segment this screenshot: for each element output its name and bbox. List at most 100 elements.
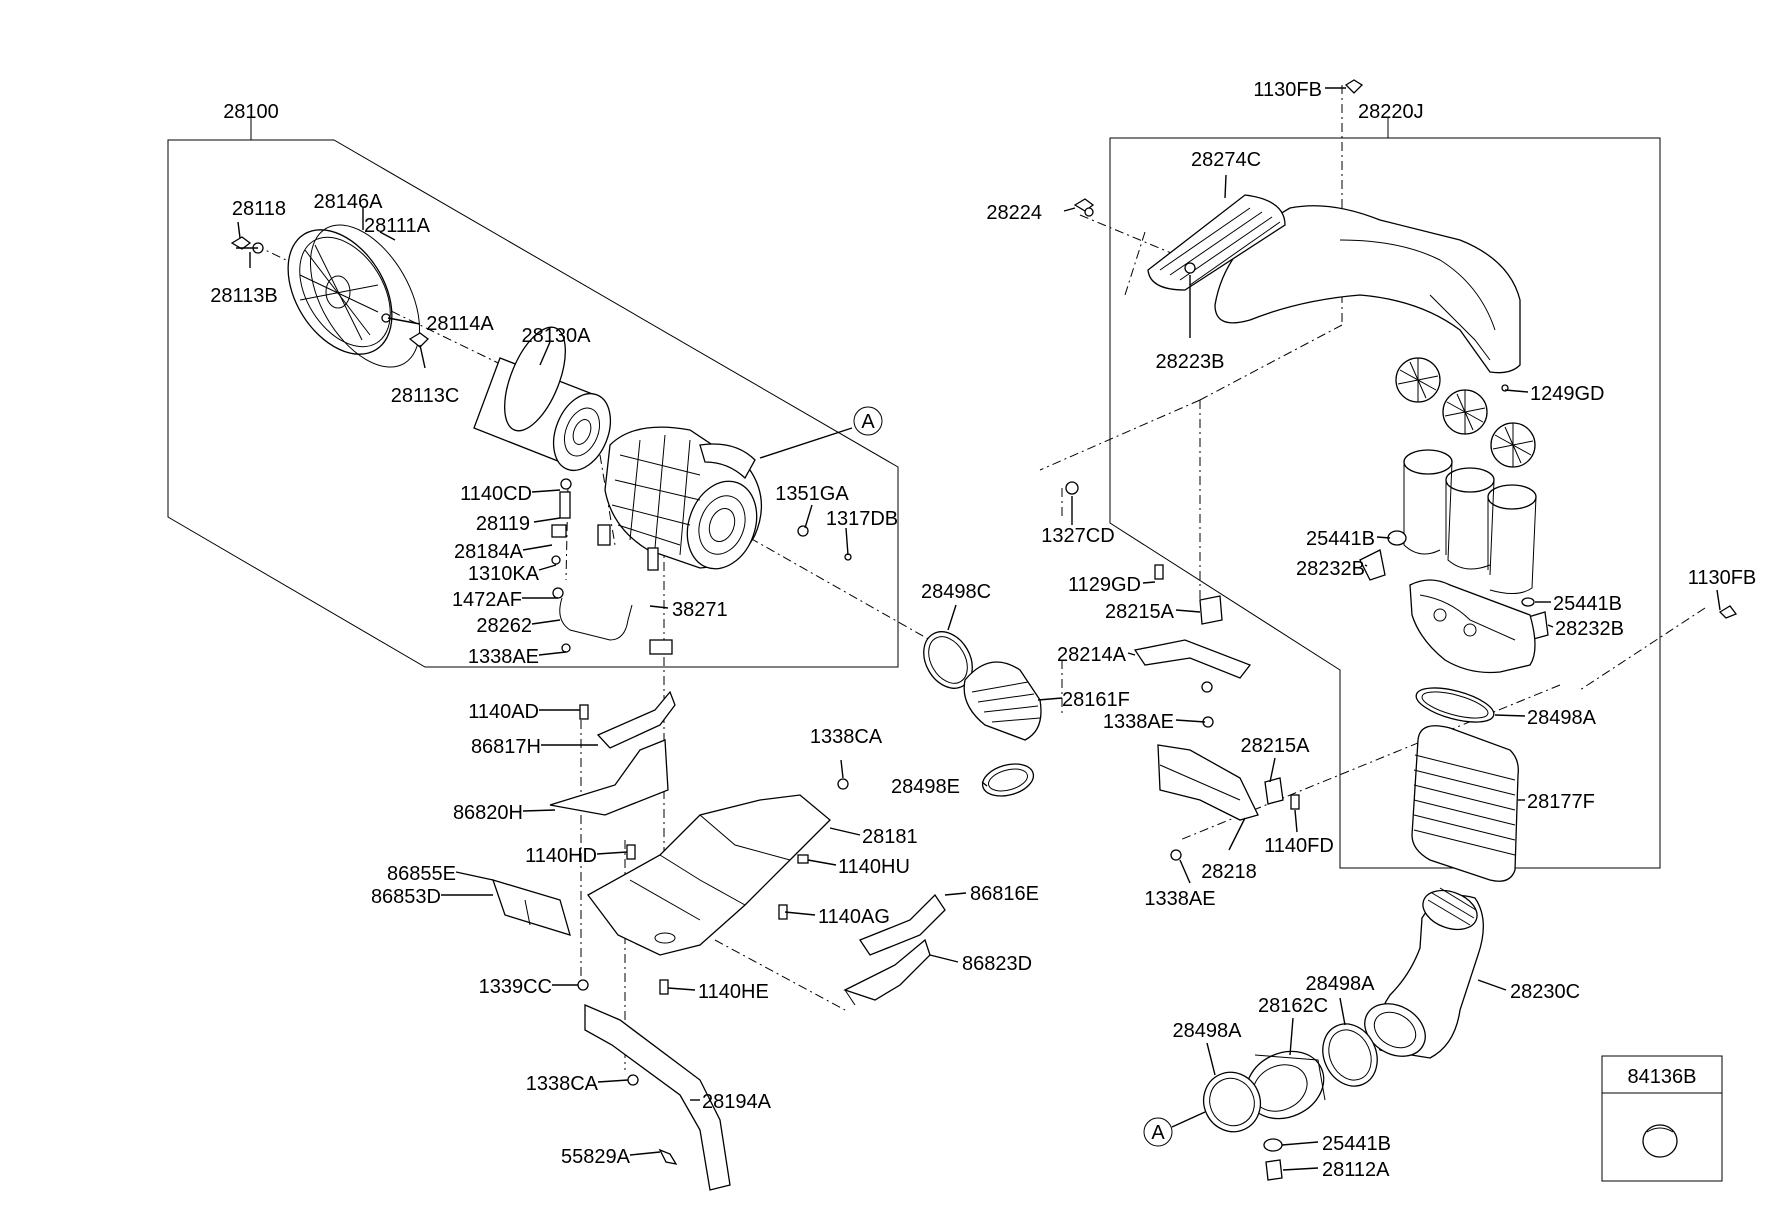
label-28113c: 28113C — [391, 385, 460, 407]
label-28230c: 28230C — [1510, 981, 1580, 1003]
resonator-base — [1409, 579, 1536, 674]
label-1249gd: 1249GD — [1530, 383, 1605, 405]
air-filter-element — [473, 326, 612, 471]
label-1140fd: 1140FD — [1264, 835, 1334, 857]
label-28119: 28119 — [476, 513, 530, 535]
reference-marker-a-upper — [853, 406, 883, 436]
bracket-28218 — [1157, 744, 1284, 821]
elbow-duct-28230c — [1364, 887, 1484, 1059]
label-1338ca-upper: 1338CA — [810, 726, 883, 748]
label-28215a-lower: 28215A — [1241, 735, 1311, 757]
label-86853d: 86853D — [371, 886, 441, 908]
label-28232b-right: 28232B — [1555, 618, 1624, 640]
leader-lines — [236, 87, 1721, 1171]
mount-28215a-upper — [1199, 595, 1223, 625]
label-1140ad: 1140AD — [468, 701, 539, 723]
label-28114a: 28114A — [426, 313, 494, 335]
label-55829a: 55829A — [561, 1146, 631, 1168]
support-bar-28194a — [584, 1004, 731, 1191]
label-28184a: 28184A — [454, 541, 524, 563]
triple-resonator-tubes — [1403, 449, 1537, 594]
bracket-86816e — [859, 893, 946, 956]
label-1339cc: 1339CC — [479, 976, 552, 998]
label-1351ga: 1351GA — [775, 483, 849, 505]
clamp-28498e — [981, 763, 1035, 797]
label-1140hd: 1140HD — [525, 845, 597, 867]
adapter-28162c — [1245, 1050, 1326, 1120]
cover-clip-28113b — [230, 236, 264, 254]
air-cleaner-body — [597, 426, 763, 571]
label-28111a: 28111A — [364, 215, 431, 237]
label-a-lower: A — [1151, 1122, 1165, 1144]
clamp-28498c — [923, 631, 973, 689]
label-86820h: 86820H — [453, 802, 523, 824]
assembly-outline-28100 — [167, 118, 899, 668]
label-28162c: 28162C — [1258, 995, 1328, 1017]
detail-box-84136b — [1601, 1055, 1723, 1182]
label-1327cd: 1327CD — [1041, 525, 1114, 547]
label-1317db: 1317DB — [826, 508, 898, 530]
label-28223b: 28223B — [1156, 351, 1225, 373]
clamp-28498a-right — [1322, 1023, 1378, 1087]
label-28177f: 28177F — [1527, 791, 1595, 813]
bracket-86817h — [596, 690, 676, 749]
label-28220j: 28220J — [1358, 101, 1424, 123]
label-86855e: 86855E — [387, 863, 456, 885]
bracket-28214a — [1133, 639, 1252, 693]
label-28130a: 28130A — [522, 325, 592, 347]
label-1130fb-top: 1130FB — [1253, 79, 1322, 101]
label-1472af: 1472AF — [452, 589, 522, 611]
impeller-set — [1395, 357, 1536, 468]
label-1338ae-lower: 1338AE — [1144, 888, 1215, 910]
label-28215a-upper: 28215A — [1105, 601, 1175, 623]
label-1140he: 1140HE — [698, 981, 769, 1003]
label-28498a-left: 28498A — [1173, 1020, 1243, 1042]
clips-right — [1065, 79, 1738, 619]
bolts-middle-right — [1154, 564, 1300, 861]
label-1338ca-lower: 1338CA — [526, 1073, 599, 1095]
label-86817h: 86817H — [471, 736, 541, 758]
label-28224: 28224 — [986, 202, 1042, 224]
skid-plate-28181 — [587, 794, 831, 956]
label-28146a: 28146A — [314, 191, 384, 213]
label-28262: 28262 — [476, 615, 532, 637]
label-28214a: 28214A — [1057, 644, 1127, 666]
label-28113b: 28113B — [210, 285, 277, 307]
assembly-outline-28220J — [1109, 118, 1661, 869]
label-28181: 28181 — [862, 826, 918, 848]
label-28218: 28218 — [1201, 861, 1257, 883]
label-28498e: 28498E — [891, 776, 960, 798]
label-28274c: 28274C — [1191, 149, 1261, 171]
reference-marker-a-lower — [1143, 1117, 1173, 1147]
label-25441b-right: 25441B — [1553, 593, 1622, 615]
intake-hose-28161f — [963, 661, 1042, 741]
parts-25441b-28112a-lower — [1263, 1138, 1283, 1181]
label-1338ae-middle: 1338AE — [1103, 711, 1174, 733]
label-28498a-upper: 28498A — [1527, 707, 1597, 729]
label-28498c: 28498C — [921, 581, 991, 603]
label-a-upper: A — [861, 411, 875, 433]
label-1140ag: 1140AG — [818, 906, 890, 928]
label-86823d: 86823D — [962, 953, 1032, 975]
intake-duct-upper — [1214, 205, 1521, 374]
label-28112a: 28112A — [1322, 1159, 1390, 1181]
label-38271: 38271 — [672, 599, 728, 621]
label-1140cd: 1140CD — [460, 483, 532, 505]
air-cleaner-cover — [287, 224, 421, 368]
resonator-cover-28274c — [1147, 194, 1286, 291]
label-25441b-lower: 25441B — [1322, 1133, 1391, 1155]
label-25441b-upper: 25441B — [1306, 528, 1375, 550]
bellows-hose-28177f — [1411, 725, 1519, 882]
clamp-28498a-upper — [1415, 687, 1495, 723]
label-28194a: 28194A — [702, 1091, 772, 1113]
callout-labels: 28100 28118 28146A 28111A 28113B 28114A … — [210, 79, 1756, 1181]
label-28232b-upper: 28232B — [1296, 558, 1365, 580]
small-hardware-left — [551, 478, 852, 655]
label-1338ae-left: 1338AE — [468, 646, 539, 668]
label-84136b: 84136B — [1628, 1066, 1697, 1088]
parts-25441b-28232b-right — [1359, 530, 1549, 641]
label-1310ka: 1310KA — [468, 563, 540, 585]
label-1129gd: 1129GD — [1068, 574, 1141, 596]
clamp-28498a-left — [1202, 1071, 1262, 1133]
